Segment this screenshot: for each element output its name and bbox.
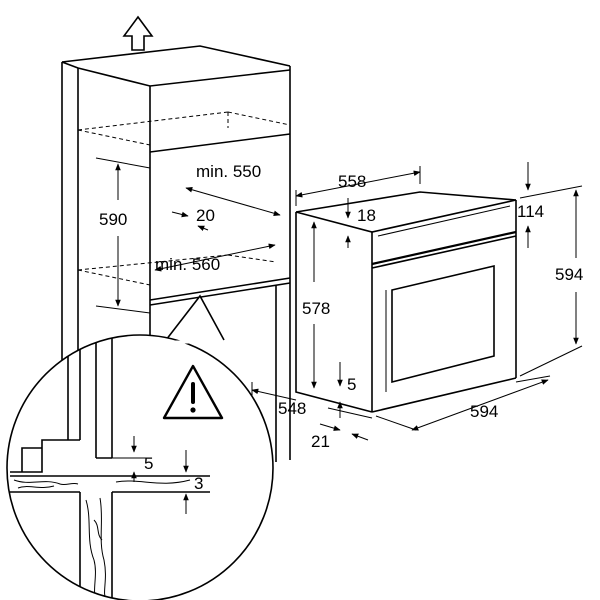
dimension-gap-back: 20	[171, 206, 215, 231]
detail-callout: 5 3	[6, 294, 274, 600]
label-578: 578	[302, 299, 330, 318]
arrow-up-icon	[122, 15, 154, 51]
label-5-detail: 5	[144, 454, 153, 473]
label-18: 18	[357, 206, 376, 225]
dimension-cabinet-width: min. 560	[154, 243, 276, 274]
warning-triangle-icon	[162, 364, 224, 420]
label-548: 548	[278, 399, 306, 418]
label-3-detail: 3	[194, 474, 203, 493]
dimension-front-thickness: 21	[311, 423, 369, 451]
label-594-height: 594	[555, 265, 583, 284]
dimension-oven-depth-total: 558	[295, 166, 421, 206]
label-min-550: min. 550	[196, 162, 261, 181]
label-20: 20	[196, 206, 215, 225]
dimension-oven-width: 594	[375, 375, 551, 431]
label-21: 21	[311, 432, 330, 451]
label-114: 114	[517, 202, 544, 221]
label-5-oven: 5	[347, 375, 356, 394]
dimension-oven-body-height: 578	[302, 221, 330, 389]
dimension-oven-bottom-offset: 5	[337, 362, 356, 418]
dimension-panel-height: 114	[517, 162, 544, 248]
label-594-width: 594	[470, 402, 498, 421]
dimension-cabinet-height: 590	[95, 157, 151, 314]
oven-drawing	[295, 191, 517, 413]
label-590: 590	[99, 210, 127, 229]
label-min-560: min. 560	[155, 255, 220, 274]
dimension-oven-height: 594	[519, 185, 583, 377]
dimension-cabinet-depth: min. 550	[185, 162, 281, 216]
dimension-oven-top-offset: 18	[345, 198, 376, 248]
label-558: 558	[338, 172, 366, 191]
